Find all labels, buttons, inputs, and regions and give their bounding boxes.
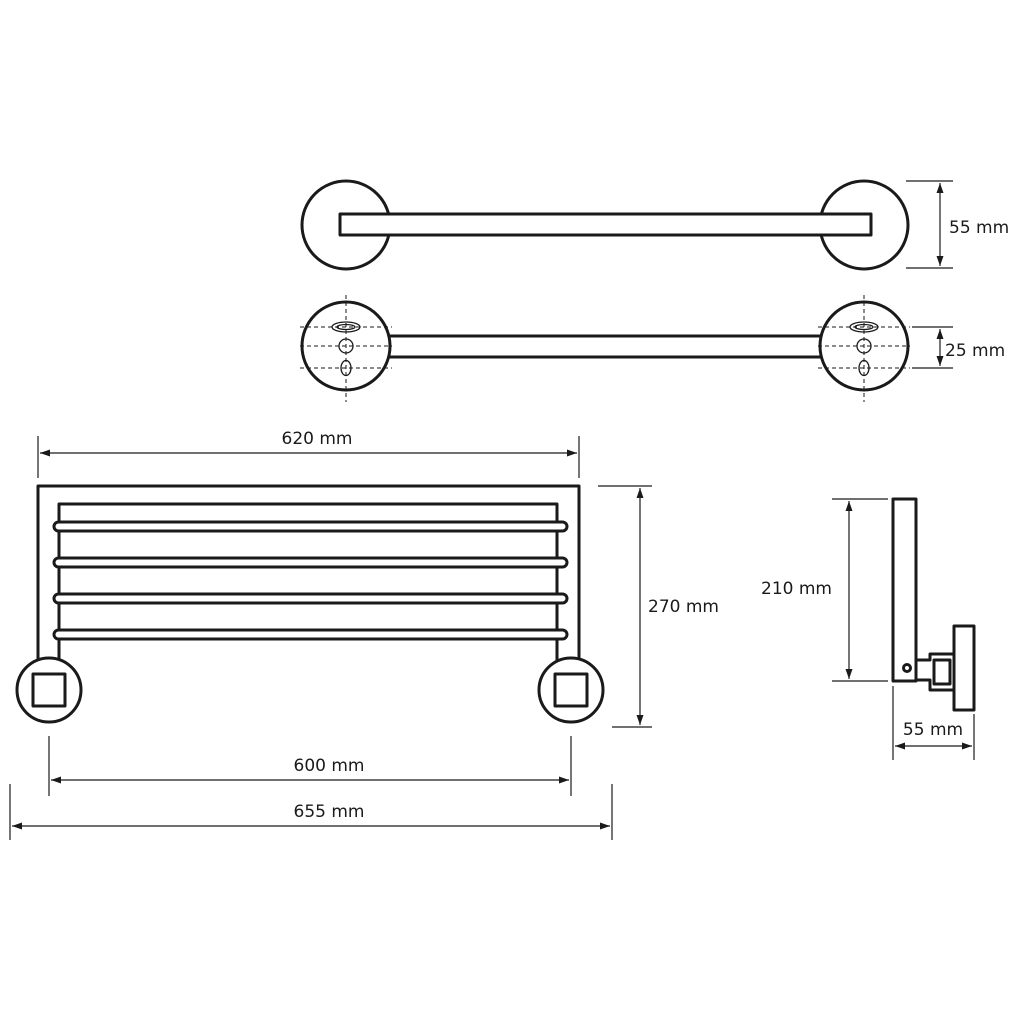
- dim-top-depth: 55 mm: [906, 180, 1009, 269]
- dim-label-mount-spacing: 600 mm: [294, 756, 365, 776]
- dim-mount-height: 25 mm: [912, 326, 1005, 369]
- top-view: [300, 179, 910, 271]
- dim-label-side-height: 210 mm: [761, 579, 832, 599]
- back-right-mounting-holes: [818, 295, 910, 402]
- dim-side-height: 210 mm: [761, 498, 888, 682]
- front-left-mount: [15, 656, 83, 724]
- dim-side-depth: 55 mm: [892, 686, 975, 760]
- towel-rail-1: [52, 520, 569, 533]
- top-bar: [338, 212, 873, 237]
- side-view: [891, 497, 976, 712]
- dim-mount-spacing: 600 mm: [48, 736, 572, 796]
- towel-rail-4: [52, 628, 569, 641]
- dim-front-height: 270 mm: [598, 485, 719, 728]
- towel-rail-2: [52, 556, 569, 569]
- back-bar: [382, 334, 830, 359]
- front-right-mount: [537, 656, 605, 724]
- dim-front-inner-width: 620 mm: [37, 429, 580, 478]
- dim-label-side-depth: 55 mm: [903, 720, 963, 740]
- back-left-mounting-holes: [300, 295, 392, 402]
- side-wall-plate: [952, 624, 976, 712]
- side-frame: [891, 497, 918, 683]
- dim-label-front-inner-width: 620 mm: [282, 429, 353, 449]
- dim-label-mount-height: 25 mm: [945, 341, 1005, 361]
- dim-label-front-height: 270 mm: [648, 597, 719, 617]
- side-bracket: [902, 652, 956, 692]
- dim-label-top-depth: 55 mm: [949, 218, 1009, 238]
- back-view: [300, 295, 910, 402]
- dim-overall-width: 655 mm: [9, 784, 613, 840]
- front-view: [15, 484, 605, 724]
- towel-rail-3: [52, 592, 569, 605]
- dim-label-overall-width: 655 mm: [294, 802, 365, 822]
